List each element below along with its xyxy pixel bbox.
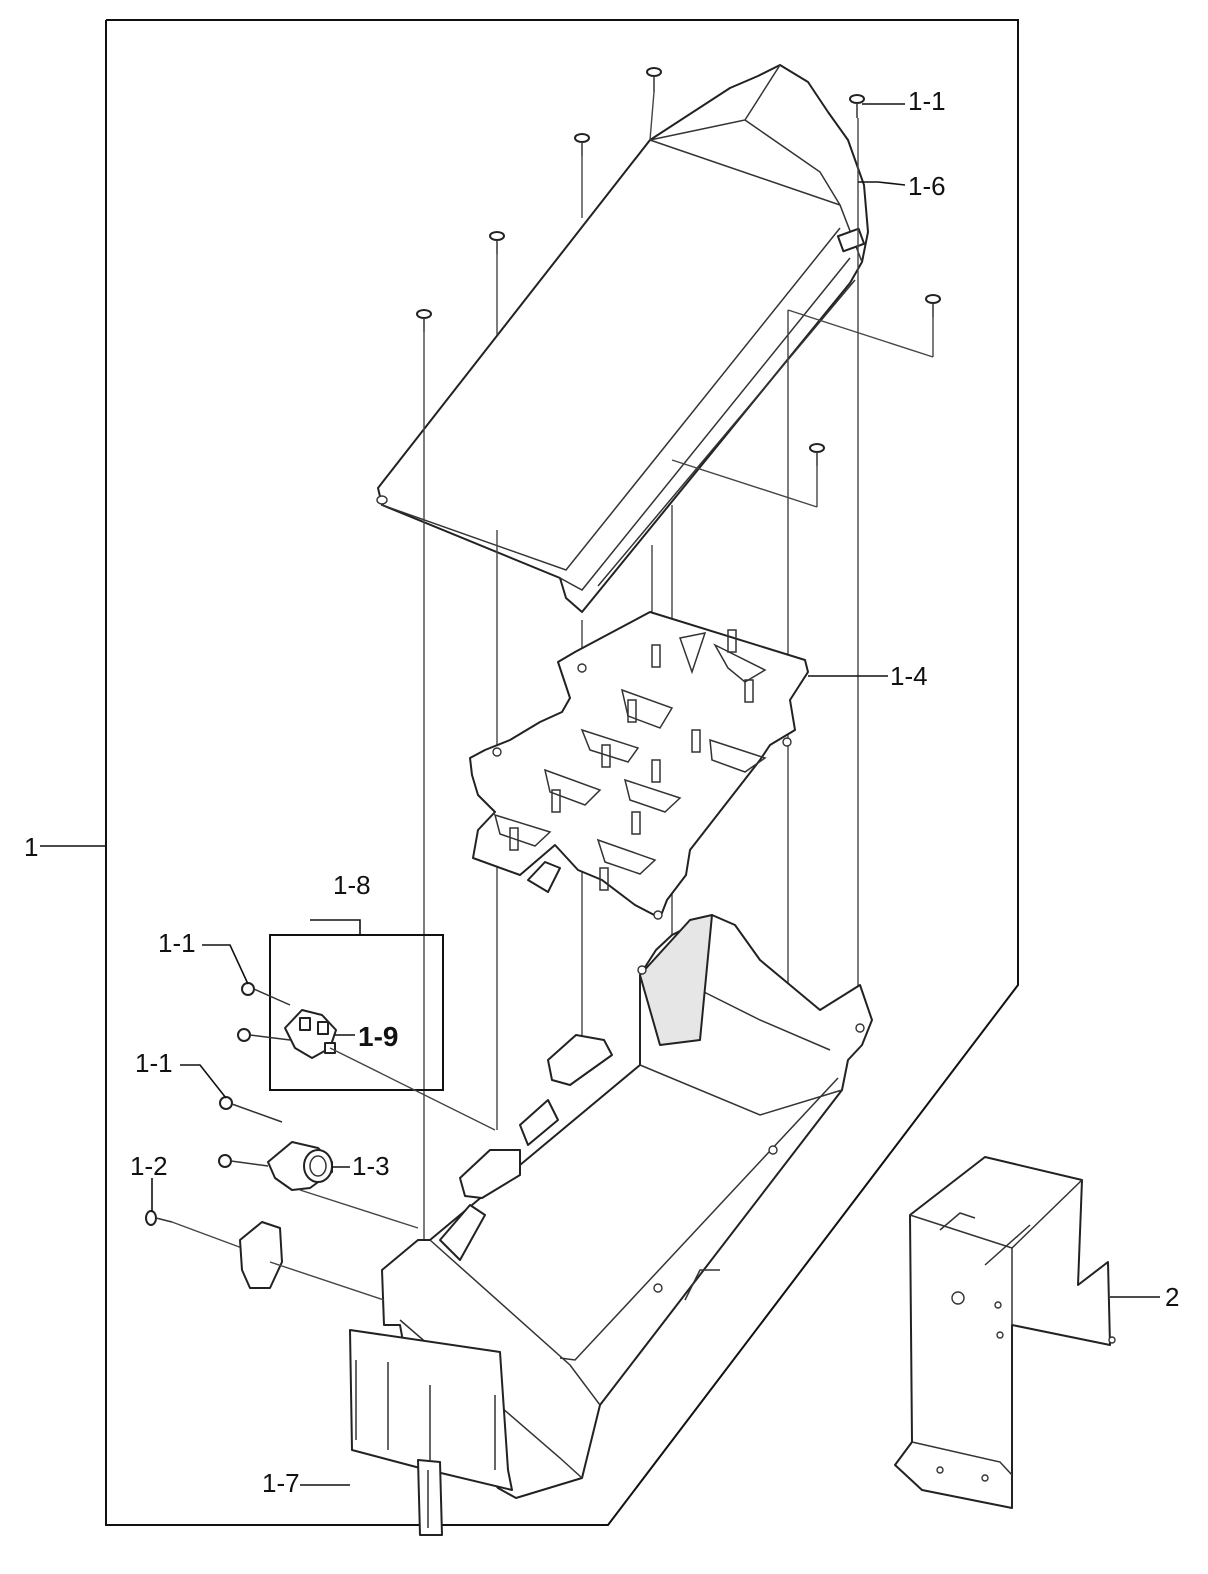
screw-icon bbox=[219, 1096, 283, 1123]
callout-duct: 1-6 bbox=[908, 171, 946, 201]
duct-screws bbox=[416, 67, 941, 466]
screw-and-clip bbox=[145, 1210, 385, 1301]
screw-icon bbox=[646, 67, 662, 92]
screw-icon bbox=[145, 1210, 173, 1226]
thermostat-part bbox=[218, 1096, 419, 1229]
bracket-part bbox=[894, 1156, 1116, 1509]
screw-icon bbox=[925, 294, 941, 317]
lower-housing bbox=[381, 914, 873, 1499]
screw-icon bbox=[241, 982, 291, 1006]
screw-icon bbox=[237, 1028, 291, 1042]
assembly-frame bbox=[105, 19, 1019, 1526]
screw-icon bbox=[809, 443, 825, 466]
callout-bottom-cover: 1-7 bbox=[262, 1468, 300, 1498]
callout-thermostat: 1-3 bbox=[352, 1151, 390, 1181]
leader-lines bbox=[40, 103, 1160, 1486]
screw-icon bbox=[574, 133, 590, 156]
screw-icon bbox=[489, 231, 505, 254]
upper-duct bbox=[376, 64, 869, 613]
heater-plate bbox=[469, 611, 809, 920]
callout-switch: 1-9 bbox=[358, 1021, 398, 1052]
callout-screw-mid: 1-1 bbox=[135, 1048, 173, 1078]
callout-switch-group: 1-8 bbox=[333, 870, 371, 900]
callout-heater-plate: 1-4 bbox=[890, 661, 928, 691]
switch-group bbox=[237, 934, 496, 1131]
callout-assembly: 1 bbox=[24, 832, 38, 862]
screw-icon bbox=[849, 94, 865, 118]
switch-part bbox=[284, 1009, 337, 1059]
bottom-cover bbox=[349, 1329, 513, 1536]
callout-screw-group: 1-1 bbox=[158, 928, 196, 958]
callout-screw-top: 1-1 bbox=[908, 86, 946, 116]
screw-icon bbox=[218, 1154, 269, 1168]
switch-group-box bbox=[269, 934, 444, 1091]
screw-icon bbox=[416, 309, 432, 332]
callout-screw-low: 1-2 bbox=[130, 1151, 168, 1181]
callout-bracket: 2 bbox=[1165, 1282, 1179, 1312]
